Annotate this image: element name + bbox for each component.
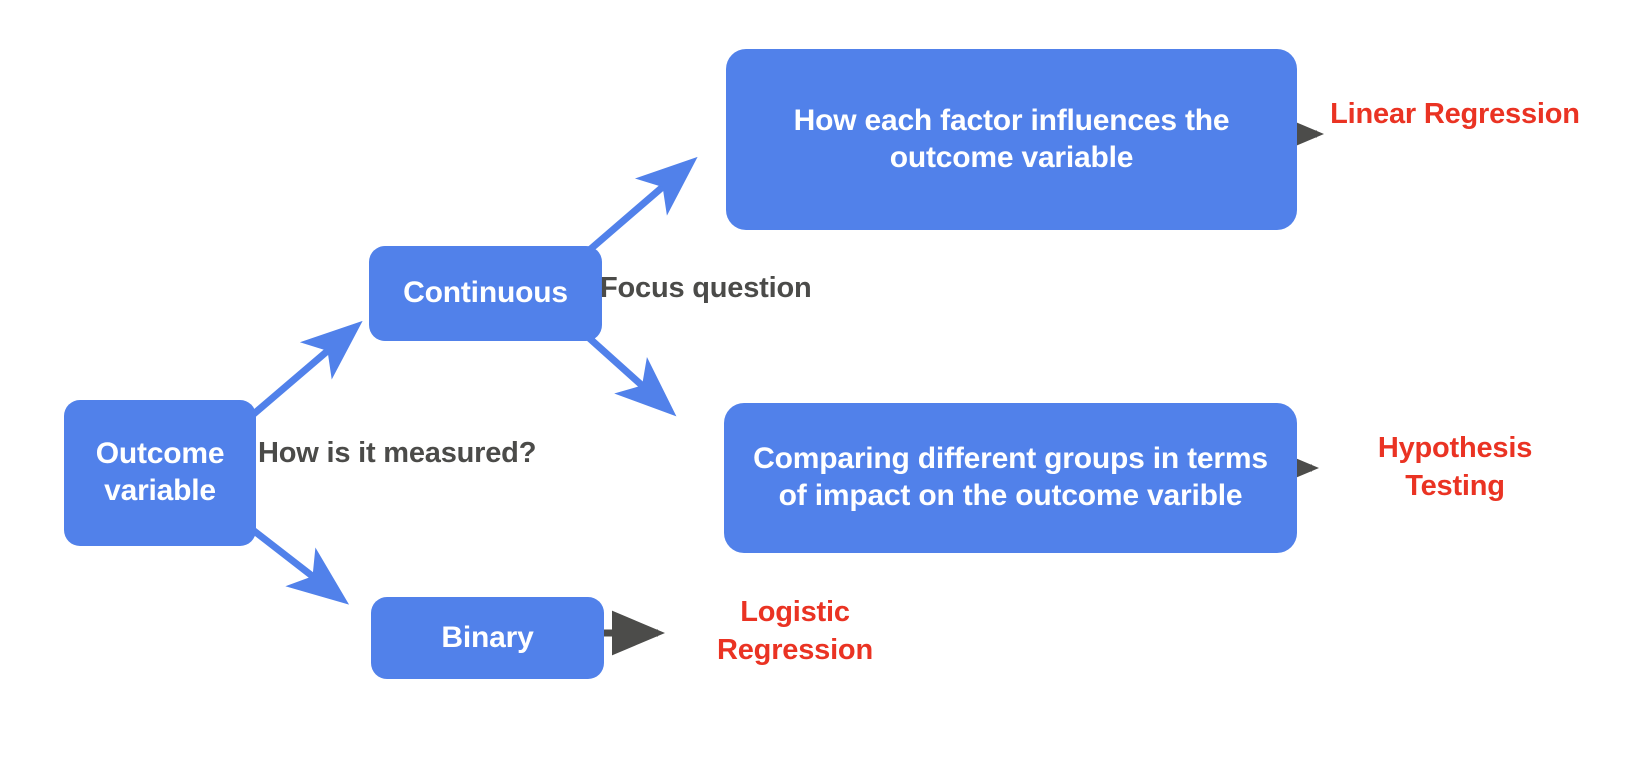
leaf-label-linear-regression: Linear Regression <box>1330 98 1580 130</box>
edge-continuous-to-comparing <box>585 334 677 417</box>
node-binary[interactable]: Binary <box>371 597 604 679</box>
edge-continuous-to-how-factor <box>583 156 698 256</box>
leaf-label-hypothesis-testing: Hypothesis Testing <box>1377 432 1533 502</box>
edge-outcome-to-continuous <box>246 320 363 421</box>
node-continuous[interactable]: Continuous <box>369 246 602 341</box>
leaf-label-logistic-regression: Logistic Regression <box>717 596 873 666</box>
node-how-each-factor-influences[interactable]: How each factor influences the outcome v… <box>726 49 1297 230</box>
edge-outcome-to-binary <box>246 524 350 605</box>
node-comparing-different-groups[interactable]: Comparing different groups in terms of i… <box>724 403 1297 553</box>
edge-label-focus-question: Focus question <box>600 272 812 304</box>
edge-label-how-is-it-measured: How is it measured? <box>258 437 537 469</box>
node-outcome-variable[interactable]: Outcome variable <box>64 400 256 546</box>
